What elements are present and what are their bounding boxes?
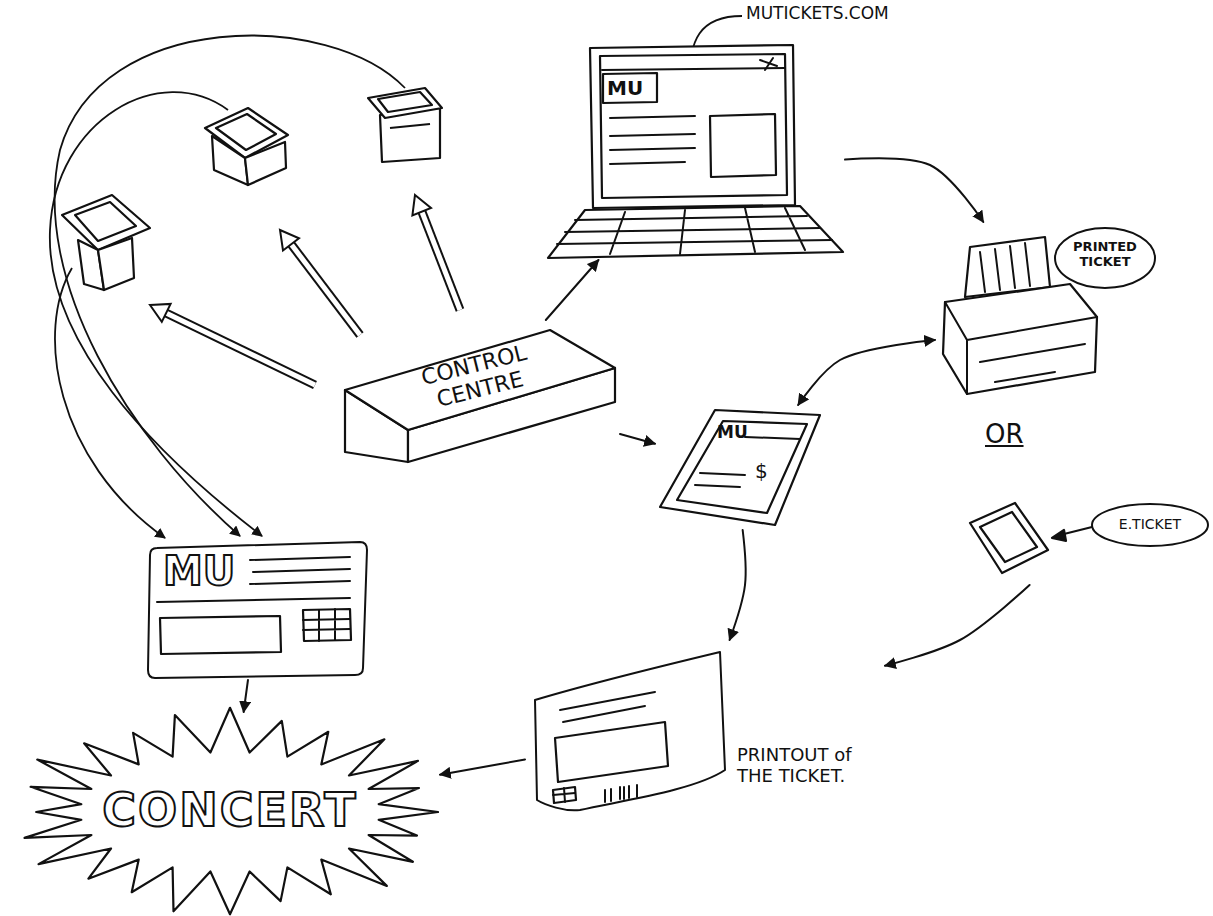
ticket-grid	[553, 787, 576, 803]
printer-detail	[945, 302, 1097, 394]
logo-box	[603, 73, 657, 103]
speech-bubble	[1092, 504, 1208, 546]
tablet-node: MU $	[655, 405, 825, 530]
hollow-arrow-shaft	[422, 212, 460, 310]
card-line	[250, 557, 350, 584]
hollow-arrow-shaft	[422, 212, 460, 310]
kiosk-link	[50, 92, 262, 536]
control-centre-box: CONTROL CENTRE	[340, 320, 620, 470]
content-line	[695, 437, 800, 487]
kiosk-screen	[75, 202, 136, 241]
concert-burst: CONCERT	[20, 712, 440, 912]
hollow-arrow-head	[280, 230, 299, 251]
hollow-arrow-shaft	[291, 244, 360, 335]
screen-bezel	[600, 54, 787, 198]
kiosk-panel	[62, 195, 150, 250]
speech-bubble	[1055, 228, 1155, 288]
laptop-screen	[590, 45, 795, 208]
arrow-head	[1052, 530, 1066, 541]
content-box	[710, 114, 776, 177]
keyboard-key	[557, 208, 832, 254]
kiosk-link	[55, 36, 405, 536]
node-outline	[525, 640, 885, 815]
tablet-body	[660, 410, 820, 525]
flow-arrow	[730, 530, 746, 640]
ticket-field	[555, 722, 668, 782]
kiosk-body	[212, 136, 248, 185]
card-outline	[148, 542, 367, 678]
phone-screen	[980, 512, 1037, 562]
sketch-label: OR	[985, 420, 1024, 450]
paper-edge	[980, 243, 1030, 292]
hollow-arrow-group	[150, 195, 460, 385]
node-text: CONCERT	[20, 784, 440, 837]
kiosk-link-group	[50, 16, 742, 538]
kiosk-panel	[368, 88, 442, 118]
node-text: PRINTOUT of THE TICKET.	[737, 745, 877, 786]
browser-bar	[602, 68, 785, 70]
ticket-printout: PRINTOUT of THE TICKET.	[525, 640, 885, 815]
flow-arrow	[440, 760, 525, 775]
printer-body	[943, 284, 1097, 394]
printer-node: PRINTED TICKET	[935, 222, 1200, 402]
paper-sheet	[535, 652, 725, 810]
laptop-keyboard	[548, 206, 843, 258]
card-line	[157, 598, 350, 602]
ticket-card: MU	[145, 540, 370, 680]
hollow-arrow-head	[150, 304, 171, 322]
flow-arrow	[244, 680, 248, 712]
kiosk-link	[55, 268, 165, 538]
node-outline	[935, 222, 1200, 402]
card-chip	[303, 609, 351, 641]
flow-arrow	[546, 260, 599, 320]
box-top	[345, 330, 615, 430]
sketch-label: MUTICKETS.COM	[746, 4, 889, 24]
node-text: MU	[163, 548, 235, 594]
flow-arrow	[798, 340, 935, 405]
node-text: PRINTED TICKET	[1062, 240, 1148, 270]
node-text: MU	[607, 77, 643, 100]
node-text: $	[755, 460, 768, 483]
phone-node: E.TICKET	[960, 495, 1213, 585]
ticket-grid	[553, 788, 575, 802]
kiosk-body	[245, 142, 286, 185]
flow-arrow	[885, 585, 1030, 666]
chip-grid	[303, 609, 350, 641]
kiosk-group	[62, 88, 442, 290]
barcode	[605, 785, 637, 802]
flow-arrow	[620, 434, 655, 444]
content-line	[610, 116, 695, 164]
card-field	[160, 616, 281, 654]
node-outline	[960, 495, 1213, 585]
laptop-screen-node: MU	[545, 40, 845, 260]
hollow-arrow-head	[412, 195, 431, 215]
hollow-arrow-shaft	[291, 244, 360, 335]
flow-arrow	[845, 158, 983, 222]
hollow-arrow-shaft	[166, 313, 315, 385]
kiosk-body	[98, 238, 134, 290]
phone-body	[970, 503, 1048, 573]
tablet-screen	[677, 421, 807, 513]
kiosk-slot	[390, 124, 430, 128]
hollow-arrow-shaft	[166, 313, 315, 385]
content-line	[560, 692, 655, 722]
node-text: MU	[717, 423, 748, 443]
browser-icon	[760, 58, 777, 70]
node-text: E.TICKET	[1095, 516, 1205, 532]
kiosk-screen	[378, 92, 432, 112]
node-outline	[545, 40, 845, 260]
